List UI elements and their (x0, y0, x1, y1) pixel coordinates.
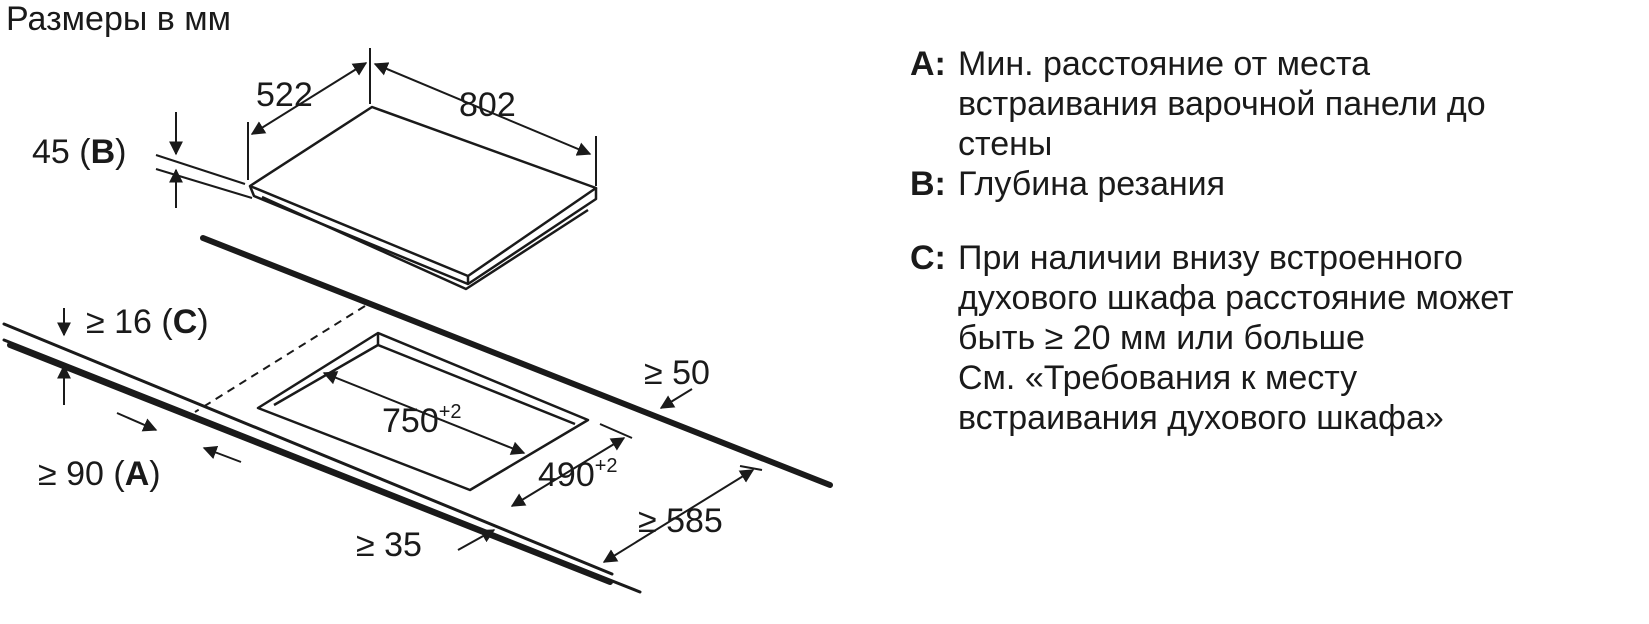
legend-line: стены (958, 125, 1053, 163)
dimension-lines (57, 48, 763, 563)
hob-top (248, 105, 598, 291)
dim-490: 490+2 (538, 455, 618, 494)
legend-key: B: (910, 165, 946, 203)
legend-item-c: C: При наличии внизу встроенного духовог… (910, 238, 1640, 438)
dashed-guide (194, 305, 366, 413)
legend: A: Мин. расстояние от места встраивания … (910, 44, 1640, 438)
dim-min-585: ≥ 585 (638, 502, 723, 540)
legend-key: A: (910, 45, 946, 83)
legend-line: быть ≥ 20 мм или больше (958, 319, 1365, 357)
legend-line: духового шкафа расстояние может (958, 279, 1514, 317)
dim-90-a: ≥ 90 (A) (38, 455, 161, 493)
legend-key: C: (910, 239, 946, 277)
legend-line: При наличии внизу встроенного (958, 239, 1463, 277)
legend-line: Мин. расстояние от места (958, 45, 1371, 83)
dim-750: 750+2 (382, 401, 462, 440)
dim-16-c: ≥ 16 (C) (86, 303, 209, 341)
legend-item-a: A: Мин. расстояние от места встраивания … (910, 44, 1640, 164)
dim-45-b: 45 (B) (32, 133, 127, 171)
dim-522: 522 (256, 76, 313, 114)
countertop-back-edge (200, 235, 833, 488)
legend-line: встраивания варочной панели до (958, 85, 1486, 123)
diagram-title: Размеры в мм (6, 0, 231, 38)
countertop-front-edge (2, 322, 642, 594)
dim-min-50: ≥ 50 (644, 354, 710, 392)
dim-802: 802 (459, 86, 516, 124)
legend-line: См. «Требования к месту (958, 359, 1358, 397)
dim-min-35: ≥ 35 (356, 526, 422, 564)
hob-dimension-diagram: Размеры в мм (2, 0, 833, 594)
legend-line: Глубина резания (958, 165, 1226, 203)
legend-line: встраивания духового шкафа» (958, 399, 1444, 437)
legend-item-b: B: Глубина резания (910, 164, 1640, 204)
